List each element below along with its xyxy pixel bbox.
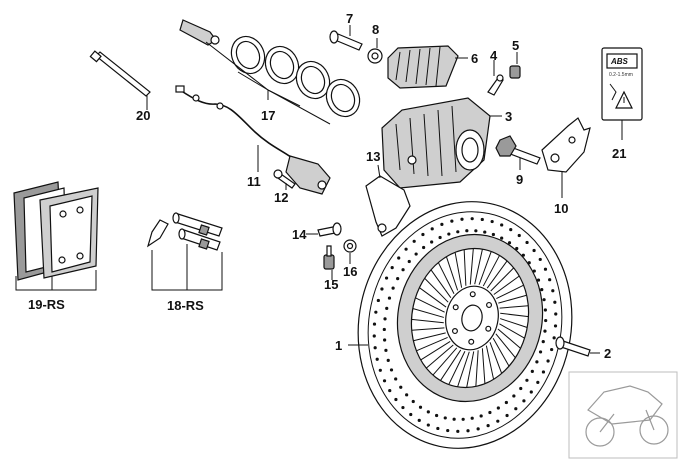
callout-16: 16 — [343, 264, 357, 279]
callout-21: 21 — [612, 146, 626, 161]
caliper-bracket-part — [541, 117, 591, 173]
callout-8: 8 — [372, 22, 379, 37]
countersunk-screw-part — [317, 222, 342, 237]
callout-12: 12 — [274, 190, 288, 205]
callout-15: 15 — [324, 277, 338, 292]
brake-caliper-part — [381, 97, 491, 189]
callout-1: 1 — [335, 338, 342, 353]
dust-cap-part — [509, 65, 521, 79]
caliper-bolt-part — [329, 30, 363, 51]
hex-bolt-part — [495, 135, 541, 165]
callout-5: 5 — [512, 38, 519, 53]
disc-bolt-holes — [451, 291, 493, 345]
spacer-washer-part — [343, 239, 357, 253]
callout-19-rs: 19-RS — [28, 297, 65, 312]
callout-14: 14 — [292, 227, 307, 242]
callout-11: 11 — [247, 174, 261, 189]
callout-6: 6 — [471, 51, 478, 66]
warning-triangle-icon — [615, 90, 633, 109]
callout-labels: 7 8 5 4 6 3 20 17 21 13 9 11 12 10 14 16… — [28, 11, 626, 361]
callout-20: 20 — [136, 108, 150, 123]
callout-10: 10 — [554, 201, 568, 216]
callout-4: 4 — [490, 48, 498, 63]
callout-9: 9 — [516, 172, 523, 187]
callout-7: 7 — [346, 11, 353, 26]
socket-bolt-part — [323, 245, 335, 270]
bleeder-valve-part — [487, 74, 504, 96]
abs-sensor-part — [175, 85, 331, 195]
disc-drill-holes — [372, 217, 558, 433]
brake-pad-set-part — [387, 45, 459, 89]
mounting-plate-part — [365, 175, 411, 237]
piston-seal-kit-part — [179, 19, 361, 118]
callout-2: 2 — [604, 346, 611, 361]
abs-logo-text: ABS — [610, 57, 629, 66]
motorcycle-icon — [568, 371, 678, 459]
callout-17: 17 — [261, 108, 275, 123]
callout-18-rs: 18-RS — [167, 298, 204, 313]
callout-13: 13 — [366, 149, 380, 164]
callout-3: 3 — [505, 109, 512, 124]
disc-spokes — [411, 248, 529, 388]
abs-label-part: ABS 0.2-1.5mm — [601, 47, 643, 121]
cable-tie-part — [89, 50, 151, 97]
brake-pads-rs-part — [13, 181, 99, 281]
washer-part — [367, 48, 383, 64]
brake-disc-part — [357, 201, 573, 449]
sensor-bolt-part — [273, 169, 296, 189]
abs-spec-text: 0.2-1.5mm — [609, 72, 633, 78]
disc-screw-part — [555, 336, 591, 357]
pad-pins-rs-part — [146, 212, 223, 251]
